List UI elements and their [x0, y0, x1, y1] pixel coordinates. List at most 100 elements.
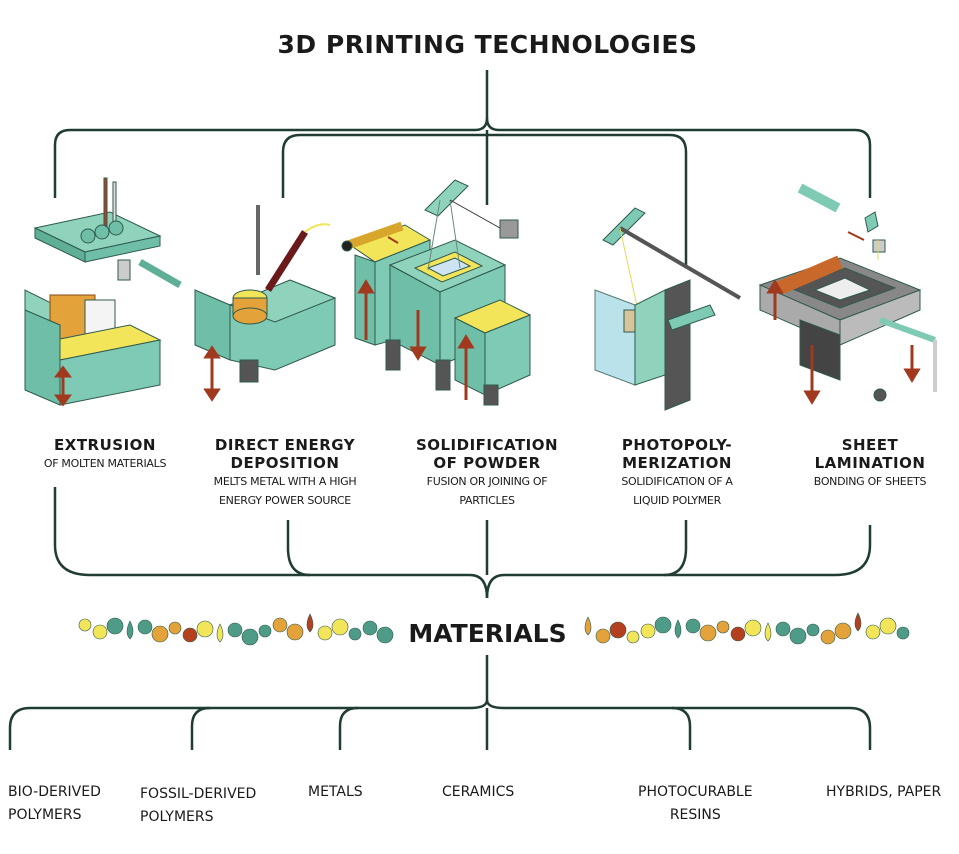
branch-bio: [8, 699, 489, 750]
tech-description: PARTICLES: [459, 494, 515, 507]
materials-particles: [78, 612, 910, 646]
category-label: METALS: [308, 784, 363, 800]
droplet-particle: [764, 622, 772, 642]
merge-photopolymerization: [663, 520, 688, 577]
tech-name: PHOTOPOLY-: [621, 436, 733, 454]
sheet-lamination-arrows-icon: [766, 231, 921, 405]
material-particle: [92, 624, 108, 640]
droplet-particle: [126, 620, 134, 640]
branch-sheet-lamination: [485, 117, 872, 198]
direct-energy-arrow-icon: [203, 345, 221, 402]
material-particle: [654, 616, 672, 634]
category-bio-derived-polymers: BIO-DERIVED POLYMERS: [8, 781, 101, 827]
material-particle: [699, 624, 717, 642]
category-label: POLYMERS: [140, 809, 214, 825]
material-particle: [716, 620, 730, 634]
extrusion-arrow-icon: [54, 365, 72, 407]
material-particle: [685, 618, 701, 634]
page-title: 3D PRINTING TECHNOLOGIES: [277, 30, 698, 59]
material-particle: [789, 627, 807, 645]
material-particle: [151, 625, 169, 643]
category-fossil-derived-polymers: FOSSIL-DERIVED POLYMERS: [140, 783, 256, 829]
materials-label: MATERIALS: [402, 619, 573, 648]
merge-left: [53, 544, 489, 599]
category-label: FOSSIL-DERIVED: [140, 786, 257, 802]
material-particle: [775, 621, 791, 637]
tech-name: SHEET: [841, 436, 899, 454]
tech-direct-energy-deposition: DIRECT ENERGY DEPOSITION MELTS METAL WIT…: [190, 436, 380, 510]
material-particle: [241, 628, 259, 646]
category-ceramics: CERAMICS: [442, 781, 514, 804]
material-particle: [806, 623, 820, 637]
tech-description: SOLIDIFICATION OF A: [621, 475, 733, 488]
material-particle: [595, 628, 611, 644]
branch-fossil: [190, 706, 211, 750]
solidification-illustration: [341, 179, 532, 406]
branch-direct-energy: [281, 133, 301, 198]
tech-photopolymerization: PHOTOPOLY- MERIZATION SOLIDIFICATION OF …: [597, 436, 757, 510]
sheet-lamination-illustration: [758, 183, 937, 402]
tech-name: OF POWDER: [433, 454, 541, 472]
solidification-arrows-icon: [357, 236, 475, 400]
tech-solidification-of-powder: SOLIDIFICATION OF POWDER FUSION OR JOINI…: [397, 436, 577, 510]
merge-direct-energy: [286, 520, 311, 577]
material-particle: [227, 622, 243, 638]
category-label: POLYMERS: [8, 807, 82, 823]
droplet-particle: [584, 616, 592, 636]
extrusion-illustration: [24, 177, 182, 406]
direct-energy-illustration: [194, 205, 337, 383]
droplet-particle: [854, 612, 862, 632]
materials-heading: MATERIALS: [0, 619, 959, 648]
branch-hybrids: [485, 699, 872, 750]
tech-name: SOLIDIFICATION: [415, 436, 559, 454]
branch-metals: [338, 706, 359, 750]
tech-description: FUSION OR JOINING OF: [426, 475, 548, 488]
material-particle: [317, 625, 333, 641]
tech-name: MERIZATION: [622, 454, 732, 472]
category-label: RESINS: [669, 807, 721, 823]
tech-name: DEPOSITION: [230, 454, 340, 472]
droplet-particle: [216, 623, 224, 643]
material-particle: [106, 617, 124, 635]
category-hybrids-paper: HYBRIDS, PAPER: [826, 781, 941, 804]
material-particle: [331, 618, 349, 636]
material-particle: [609, 621, 627, 639]
droplet-particle: [306, 613, 314, 633]
material-particle: [258, 624, 272, 638]
material-particle: [168, 621, 182, 635]
material-particle: [879, 617, 897, 635]
tech-name: EXTRUSION: [54, 436, 156, 454]
material-particle: [272, 617, 288, 633]
material-particle: [834, 622, 852, 640]
category-label: HYBRIDS, PAPER: [826, 784, 942, 800]
category-label: CERAMICS: [442, 784, 515, 800]
material-particle: [626, 630, 640, 644]
tech-description: MELTS METAL WITH A HIGH: [213, 475, 357, 488]
tech-name: LAMINATION: [814, 454, 926, 472]
branch-resins: [671, 706, 692, 750]
branch-extrusion: [53, 117, 489, 198]
material-particle: [286, 623, 304, 641]
material-particle: [78, 618, 92, 632]
material-particle: [730, 626, 746, 642]
category-label: PHOTOCURABLE: [638, 784, 753, 800]
category-photocurable-resins: PHOTOCURABLE RESINS: [638, 781, 753, 827]
material-particle: [744, 619, 762, 637]
material-particle: [137, 619, 153, 635]
tech-extrusion: EXTRUSION OF MOLTEN MATERIALS: [20, 436, 190, 473]
material-particle: [376, 626, 394, 644]
tech-sheet-lamination: SHEET LAMINATION BONDING OF SHEETS: [790, 436, 950, 491]
tech-description: ENERGY POWER SOURCE: [219, 494, 351, 507]
material-particle: [865, 624, 881, 640]
merge-right: [485, 525, 872, 599]
photopolymerization-illustration: [594, 207, 742, 411]
category-metals: METALS: [308, 781, 363, 804]
branch-photopolymerization: [300, 133, 688, 265]
tech-name: DIRECT ENERGY: [214, 436, 356, 454]
tech-description: LIQUID POLYMER: [633, 494, 721, 507]
droplet-particle: [674, 619, 682, 639]
material-particle: [362, 620, 378, 636]
tech-description: OF MOLTEN MATERIALS: [43, 457, 167, 470]
connector-lines: [8, 70, 872, 750]
